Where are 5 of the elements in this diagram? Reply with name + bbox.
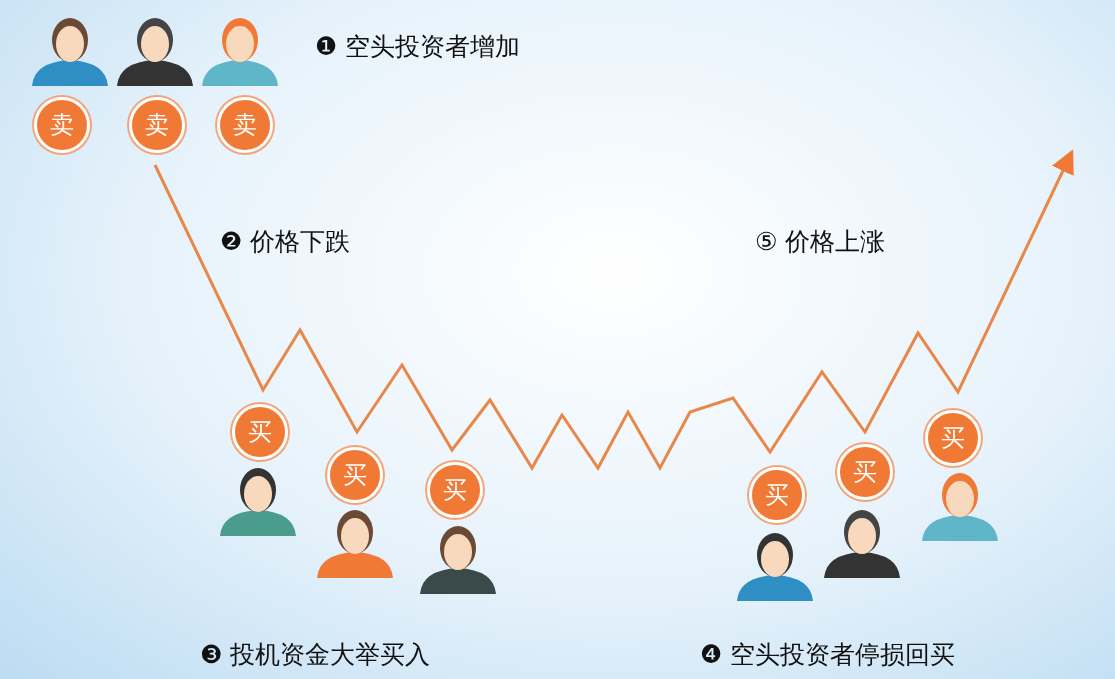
step-label: ❷ 价格下跌: [220, 226, 351, 258]
step-label: ⑤ 价格上涨: [755, 226, 886, 258]
step-label: ❸ 投机资金大举买入: [200, 639, 431, 671]
step-label: ❹ 空头投资者停损回买: [700, 639, 956, 671]
step-label: ❶ 空头投资者增加: [315, 31, 521, 63]
